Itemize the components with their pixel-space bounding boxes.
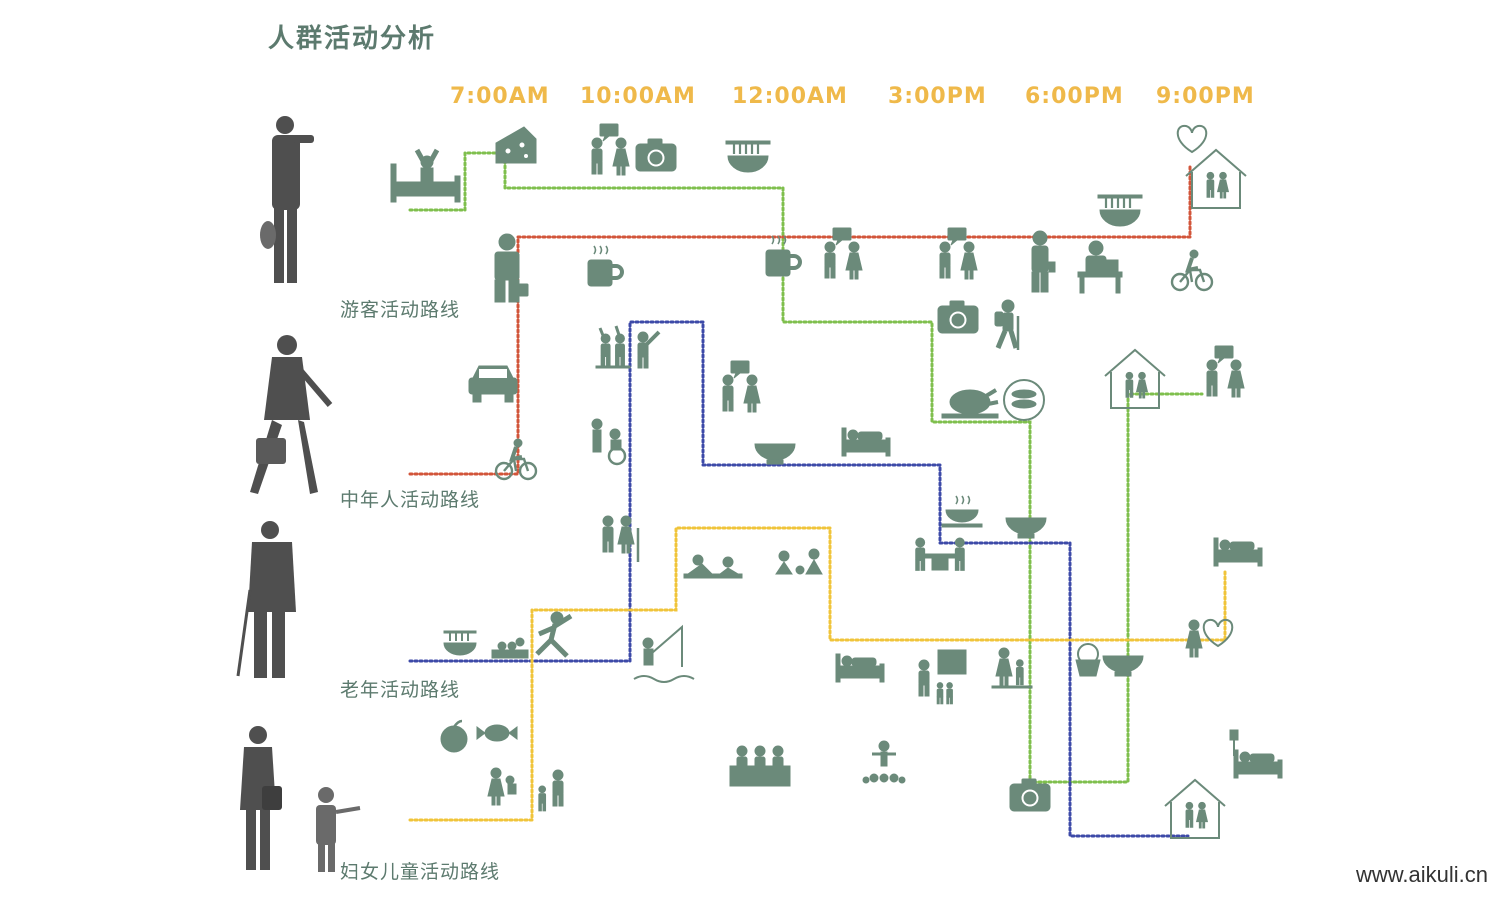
audience-icon <box>729 745 791 787</box>
wake-up-bed-icon <box>390 148 461 203</box>
grilled-fish-icon <box>1003 379 1045 421</box>
time-label-7am: 7:00AM <box>450 84 550 109</box>
hot-soup-icon <box>941 495 983 528</box>
family-walk-icon <box>991 647 1033 689</box>
middle-aged-photo-figure <box>250 335 333 494</box>
dinner-bowl-icon <box>1005 517 1047 539</box>
time-label-3pm: 3:00PM <box>888 84 987 109</box>
fishing-icon <box>633 624 695 683</box>
mother-baby-icon <box>487 767 517 806</box>
time-label-12am: 12:00AM <box>732 84 848 109</box>
cheering-crowd-icon <box>595 325 631 369</box>
elderly-photo-figure <box>236 521 296 678</box>
noodle-bowl-icon <box>724 139 772 174</box>
time-label-9pm: 9:00PM <box>1156 84 1255 109</box>
child-balance-icon <box>862 740 906 784</box>
roast-chicken-icon <box>941 388 999 419</box>
parent-child-walk-icon <box>538 769 564 812</box>
route-tourist-green <box>408 151 1204 784</box>
porridge-bowl-icon <box>754 443 796 465</box>
tai-chi-icon <box>535 611 573 658</box>
kids-sandbox-icon <box>775 548 823 575</box>
dim-sum-icon <box>491 637 529 659</box>
bicycle-icon <box>1170 248 1214 292</box>
label-women-children-route: 妇女儿童活动路线 <box>340 861 501 883</box>
home-icon <box>1185 149 1247 209</box>
apple-icon <box>440 719 468 753</box>
soup-bowl-icon <box>1102 655 1144 677</box>
candy-icon <box>476 724 518 742</box>
camera-evening-icon <box>1009 778 1051 812</box>
dining-table-icon <box>915 537 965 571</box>
wheelchair-care-icon <box>591 418 627 466</box>
breakfast-bowl-icon <box>443 630 477 656</box>
walking-businessman-icon <box>1031 230 1056 293</box>
label-middle-aged-route: 中年人活动路线 <box>340 489 481 511</box>
route-women-children-yellow <box>408 526 1227 822</box>
family-talk-icon <box>1206 345 1245 398</box>
children-playing-icon <box>683 554 743 579</box>
label-elderly-route: 老年活动路线 <box>340 679 461 701</box>
watermark: www.aikuli.cn <box>1355 862 1488 887</box>
car-icon <box>468 365 518 403</box>
camera-icon <box>635 138 677 172</box>
camera-afternoon-icon <box>937 300 979 334</box>
home-women-icon <box>1164 779 1226 839</box>
noodle-bowl-evening-icon <box>1096 193 1144 228</box>
office-desk-icon <box>1077 240 1123 294</box>
route-elderly-blue <box>408 320 1190 838</box>
page-title: 人群活动分析 <box>268 24 437 54</box>
woman-child-photo-figure <box>240 726 361 872</box>
elderly-chat-icon <box>722 360 761 413</box>
hiker-icon <box>994 299 1020 350</box>
tourist-photo-figure <box>260 116 314 283</box>
cheese-icon <box>495 126 537 164</box>
conversation-icon <box>591 123 630 176</box>
home-middle-aged-icon <box>1104 349 1166 409</box>
rest-bed-icon <box>835 653 885 683</box>
sleep-bed-icon <box>1213 537 1263 567</box>
nap-bed-icon <box>841 427 891 457</box>
businessman-icon <box>494 233 529 303</box>
label-tourist-route: 游客活动路线 <box>340 299 461 321</box>
heart-icon <box>1176 124 1208 153</box>
cupcake-icon <box>1075 643 1101 677</box>
elderly-couple-icon <box>602 515 640 562</box>
hospital-bed-icon <box>1229 729 1283 779</box>
time-label-10am: 10:00AM <box>580 84 696 109</box>
lecture-icon <box>918 649 967 705</box>
coffee-cup-icon <box>586 244 624 288</box>
time-label-6pm: 6:00PM <box>1025 84 1124 109</box>
waving-person-icon <box>637 330 661 369</box>
route-middle-aged-red <box>408 163 1192 476</box>
